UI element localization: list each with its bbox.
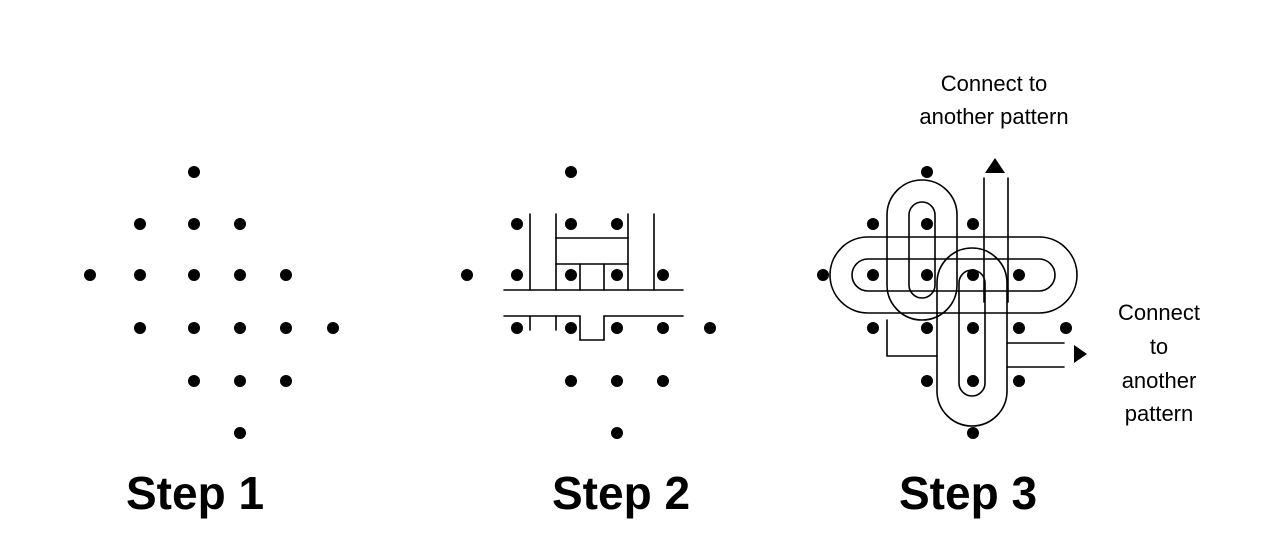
- grid-dot: [817, 269, 829, 281]
- step-3-dot-grid: [817, 166, 1072, 439]
- step-3-interlaced-loops: [829, 177, 1078, 427]
- grid-dot: [565, 166, 577, 178]
- grid-dot: [234, 322, 246, 334]
- grid-dot: [134, 218, 146, 230]
- grid-dot: [565, 375, 577, 387]
- grid-dot: [188, 166, 200, 178]
- grid-dot: [327, 322, 339, 334]
- grid-dot: [280, 269, 292, 281]
- annotation-top-line-1: Connect to: [941, 71, 1047, 96]
- grid-dot: [461, 269, 473, 281]
- loop-outer-edge: [829, 236, 1078, 314]
- grid-dot: [234, 218, 246, 230]
- loop-inner-edge: [851, 258, 1056, 292]
- grid-dot: [967, 218, 979, 230]
- grid-dot: [234, 427, 246, 439]
- step-1-panel: Step 1: [84, 166, 339, 519]
- step-3-panel: Connect to another pattern Connect to an…: [817, 71, 1200, 519]
- grid-dot: [565, 218, 577, 230]
- grid-dot: [867, 218, 879, 230]
- grid-dot: [921, 322, 933, 334]
- grid-dot: [967, 269, 979, 281]
- step-2-strands: [503, 213, 684, 341]
- grid-dot: [565, 322, 577, 334]
- arrow-right-icon: [1074, 345, 1087, 363]
- grid-dot: [280, 322, 292, 334]
- grid-dot: [134, 269, 146, 281]
- grid-dot: [867, 322, 879, 334]
- grid-dot: [867, 269, 879, 281]
- grid-dot: [611, 427, 623, 439]
- grid-dot: [921, 269, 933, 281]
- grid-dot: [921, 166, 933, 178]
- annotation-right-line-3: another: [1122, 368, 1197, 393]
- grid-dot: [280, 375, 292, 387]
- step-1-title: Step 1: [126, 467, 264, 519]
- grid-dot: [188, 375, 200, 387]
- step-2-panel: Step 2: [461, 166, 716, 519]
- grid-dot: [565, 269, 577, 281]
- grid-dot: [657, 375, 669, 387]
- annotation-right-line-4: pattern: [1125, 401, 1194, 426]
- loop-inner-edge: [908, 201, 936, 299]
- grid-dot: [511, 269, 523, 281]
- grid-dot: [921, 218, 933, 230]
- grid-dot: [967, 375, 979, 387]
- grid-dot: [657, 322, 669, 334]
- grid-dot: [611, 218, 623, 230]
- grid-dot: [234, 269, 246, 281]
- loop-outer-edge: [886, 179, 958, 321]
- grid-dot: [611, 322, 623, 334]
- grid-dot: [967, 322, 979, 334]
- grid-dot: [188, 322, 200, 334]
- step-2-title: Step 2: [552, 467, 690, 519]
- grid-dot: [1013, 269, 1025, 281]
- grid-dot: [188, 269, 200, 281]
- annotation-right-line-1: Connect: [1118, 300, 1200, 325]
- grid-dot: [704, 322, 716, 334]
- loop-outer-edge: [936, 247, 1008, 427]
- grid-dot: [188, 218, 200, 230]
- grid-dot: [511, 218, 523, 230]
- annotation-right: Connect to another pattern: [1118, 300, 1200, 426]
- grid-dot: [611, 375, 623, 387]
- strand-edge: [886, 319, 938, 357]
- step-2-dot-grid: [461, 166, 716, 439]
- grid-dot: [234, 375, 246, 387]
- annotation-top-line-2: another pattern: [919, 104, 1068, 129]
- arrow-up-icon: [985, 158, 1005, 173]
- grid-dot: [611, 269, 623, 281]
- grid-dot: [1060, 322, 1072, 334]
- grid-dot: [84, 269, 96, 281]
- grid-dot: [1013, 375, 1025, 387]
- annotation-top: Connect to another pattern: [919, 71, 1068, 129]
- grid-dot: [134, 322, 146, 334]
- grid-dot: [1013, 322, 1025, 334]
- grid-dot: [511, 322, 523, 334]
- grid-dot: [657, 269, 669, 281]
- step-1-dot-grid: [84, 166, 339, 439]
- annotation-right-line-2: to: [1150, 334, 1168, 359]
- step-3-title: Step 3: [899, 467, 1037, 519]
- grid-dot: [921, 375, 933, 387]
- grid-dot: [967, 427, 979, 439]
